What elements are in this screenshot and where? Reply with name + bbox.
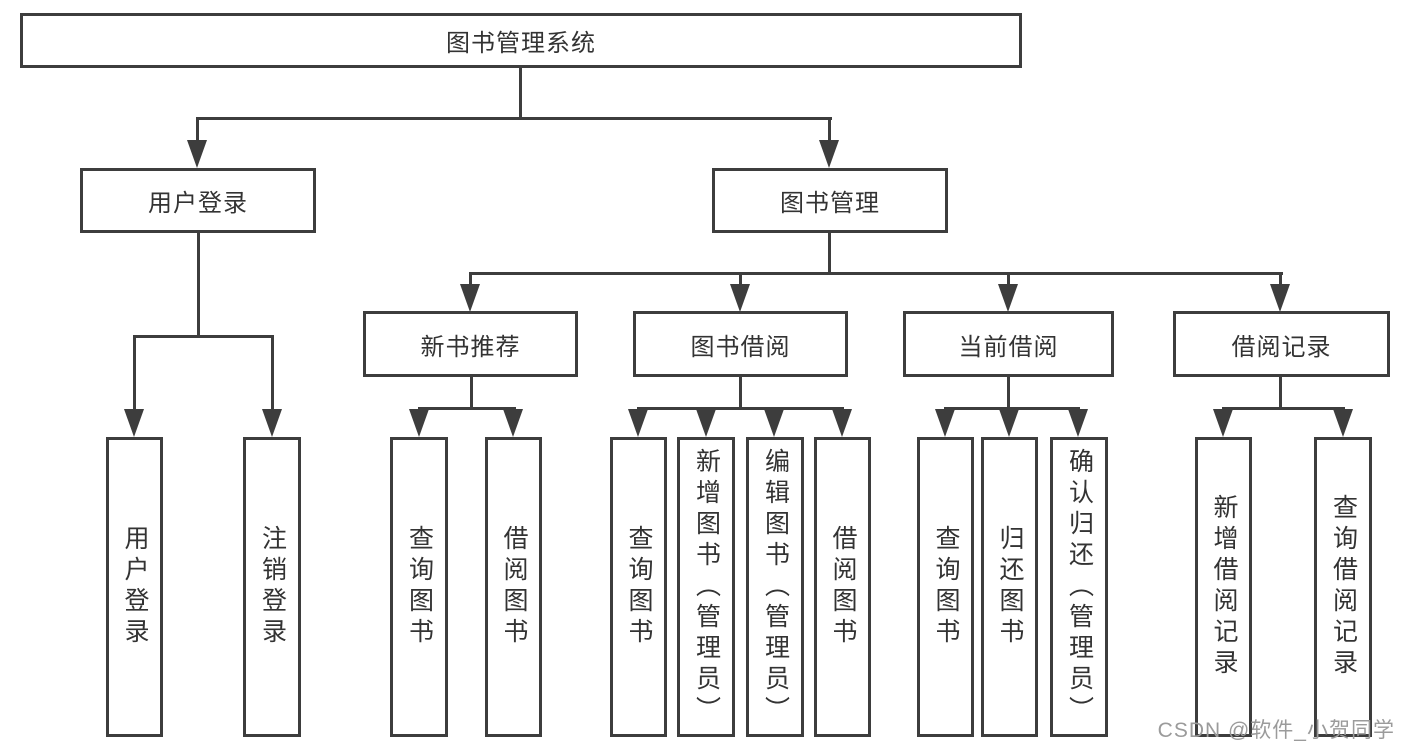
arrow-down bbox=[999, 409, 1019, 437]
connector-line bbox=[469, 272, 472, 286]
connector-line bbox=[196, 117, 199, 143]
connector-line bbox=[1007, 272, 1010, 286]
connector-line bbox=[196, 117, 832, 120]
connector-line bbox=[944, 407, 1080, 410]
node-book-management: 图书管理 bbox=[712, 168, 948, 233]
leaf-query-books-current: 查询图书 bbox=[917, 437, 974, 737]
leaf-label: 查询图书 bbox=[405, 525, 434, 649]
node-new-book-recommend: 新书推荐 bbox=[363, 311, 578, 377]
leaf-confirm-return-admin: 确认归还（管理员） bbox=[1050, 437, 1108, 737]
arrow-down bbox=[1068, 409, 1088, 437]
leaf-borrow-books: 借阅图书 bbox=[814, 437, 871, 737]
leaf-query-books-newbook: 查询图书 bbox=[390, 437, 448, 737]
arrow-down bbox=[628, 409, 648, 437]
leaf-label: 新增借阅记录 bbox=[1210, 494, 1238, 680]
node-borrow-record: 借阅记录 bbox=[1173, 311, 1390, 377]
node-library-system: 图书管理系统 bbox=[20, 13, 1022, 68]
connector-line bbox=[133, 335, 136, 411]
arrow-down bbox=[1270, 284, 1290, 312]
connector-line bbox=[470, 377, 473, 410]
leaf-query-borrow-record: 查询借阅记录 bbox=[1314, 437, 1372, 737]
leaf-edit-books-admin: 编辑图书（管理员） bbox=[746, 437, 804, 737]
connector-line bbox=[1279, 272, 1282, 286]
arrow-down bbox=[1333, 409, 1353, 437]
connector-line bbox=[197, 233, 200, 337]
node-label: 图书管理系统 bbox=[446, 30, 596, 57]
arrow-down bbox=[832, 409, 852, 437]
connector-line bbox=[739, 272, 742, 286]
connector-line bbox=[418, 407, 516, 410]
node-book-borrow: 图书借阅 bbox=[633, 311, 848, 377]
connector-line bbox=[133, 335, 274, 338]
arrow-down bbox=[819, 140, 839, 168]
node-label: 图书管理 bbox=[780, 190, 880, 217]
arrow-down bbox=[935, 409, 955, 437]
leaf-label: 新增图书（管理员） bbox=[692, 447, 721, 727]
connector-line bbox=[828, 117, 831, 143]
leaf-label: 查询图书 bbox=[932, 525, 960, 649]
connector-line bbox=[1279, 377, 1282, 410]
arrow-down bbox=[696, 409, 716, 437]
node-label: 图书借阅 bbox=[690, 333, 791, 361]
leaf-label: 编辑图书（管理员） bbox=[761, 447, 790, 727]
arrow-down bbox=[409, 409, 429, 437]
arrow-down bbox=[187, 140, 207, 168]
connector-line bbox=[637, 407, 844, 410]
arrow-down bbox=[764, 409, 784, 437]
arrow-down bbox=[730, 284, 750, 312]
connector-line bbox=[1222, 407, 1345, 410]
node-current-borrow: 当前借阅 bbox=[903, 311, 1114, 377]
leaf-add-books-admin: 新增图书（管理员） bbox=[677, 437, 735, 737]
leaf-query-books-borrow: 查询图书 bbox=[610, 437, 667, 737]
arrow-down bbox=[1213, 409, 1233, 437]
arrow-down bbox=[460, 284, 480, 312]
connector-line bbox=[469, 272, 1283, 275]
leaf-label: 借阅图书 bbox=[829, 525, 857, 649]
leaf-logout: 注销登录 bbox=[243, 437, 301, 737]
leaf-return-books: 归还图书 bbox=[981, 437, 1038, 737]
leaf-label: 归还图书 bbox=[996, 525, 1024, 649]
node-user-login: 用户登录 bbox=[80, 168, 316, 233]
connector-line bbox=[271, 335, 274, 411]
leaf-label: 确认归还（管理员） bbox=[1065, 447, 1094, 727]
arrow-down bbox=[124, 409, 144, 437]
connector-line bbox=[1007, 377, 1010, 410]
arrow-down bbox=[503, 409, 523, 437]
leaf-label: 查询图书 bbox=[625, 525, 653, 649]
leaf-borrow-books-newbook: 借阅图书 bbox=[485, 437, 542, 737]
node-label: 当前借阅 bbox=[958, 333, 1059, 361]
connector-line bbox=[828, 233, 831, 275]
leaf-label: 用户登录 bbox=[121, 525, 149, 649]
csdn-watermark: CSDN @软件_小贺同学 bbox=[1157, 719, 1395, 742]
connector-line bbox=[739, 377, 742, 410]
arrow-down bbox=[998, 284, 1018, 312]
leaf-add-borrow-record: 新增借阅记录 bbox=[1195, 437, 1252, 737]
leaf-label: 查询借阅记录 bbox=[1329, 494, 1358, 680]
arrow-down bbox=[262, 409, 282, 437]
node-label: 新书推荐 bbox=[420, 333, 521, 361]
leaf-label: 注销登录 bbox=[258, 525, 287, 649]
connector-line bbox=[519, 68, 522, 120]
node-label: 借阅记录 bbox=[1231, 333, 1332, 361]
leaf-user-login: 用户登录 bbox=[106, 437, 163, 737]
leaf-label: 借阅图书 bbox=[500, 525, 528, 649]
node-label: 用户登录 bbox=[148, 190, 248, 217]
